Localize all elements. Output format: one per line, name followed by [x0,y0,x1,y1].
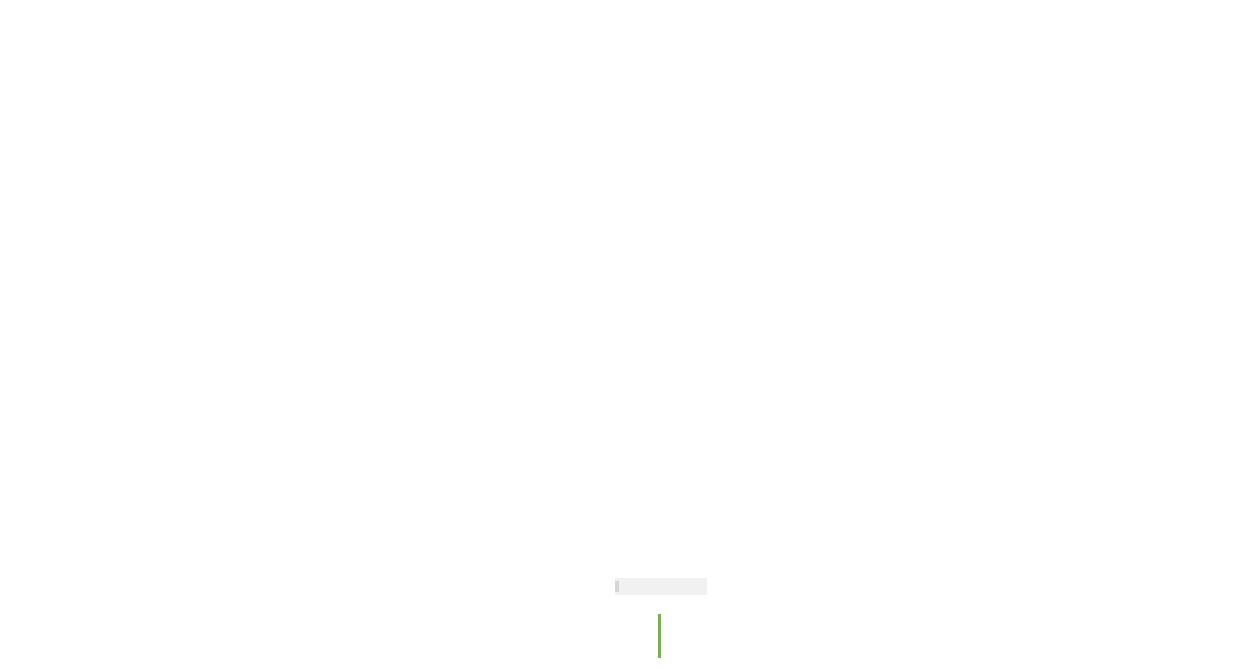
text-caret [658,614,661,658]
placeholder-edge-mark [615,581,619,592]
loading-placeholder-box [615,578,707,595]
